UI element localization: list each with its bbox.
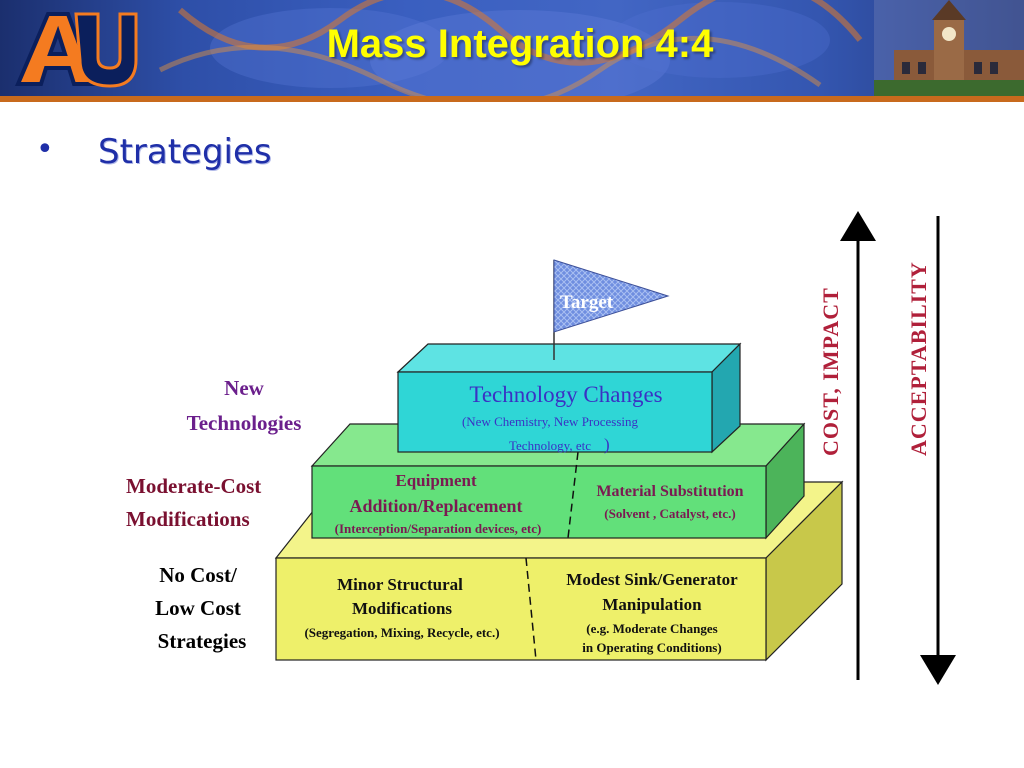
no-cost-label-1: No Cost/ bbox=[159, 563, 238, 587]
moderate-cost-label-1: Moderate-Cost bbox=[126, 474, 261, 498]
top-tier-subtitle-1: (New Chemistry, New Processing bbox=[462, 414, 639, 429]
no-cost-label-3: Strategies bbox=[158, 629, 247, 653]
middle-left-line-3: (Interception/Separation devices, etc) bbox=[335, 521, 542, 536]
slide-header: Mass Integration 4:4 bbox=[0, 0, 1024, 102]
bottom-left-line-2: Modifications bbox=[352, 599, 452, 618]
acceptability-label: ACCEPTABILITY bbox=[906, 261, 931, 456]
moderate-cost-label-2: Modifications bbox=[126, 507, 250, 531]
middle-left-line-1: Equipment bbox=[395, 471, 477, 490]
header-background-pattern bbox=[158, 0, 863, 96]
bottom-tier-front-face bbox=[275, 557, 767, 661]
no-cost-label-2: Low Cost bbox=[155, 596, 241, 620]
bottom-right-line-3: (e.g. Moderate Changes bbox=[586, 621, 717, 636]
flag-cloth bbox=[553, 259, 670, 333]
bottom-right-line-4: in Operating Conditions) bbox=[582, 640, 721, 655]
middle-left-line-2: Addition/Replacement bbox=[350, 496, 523, 516]
bullet-text: Strategies bbox=[98, 132, 272, 172]
top-tier-subtitle-close: ) bbox=[604, 435, 610, 454]
new-technologies-label-2: Technologies bbox=[187, 411, 302, 435]
bottom-tier-divider bbox=[525, 557, 537, 661]
middle-tier-divider bbox=[567, 451, 579, 539]
target-flag: Target bbox=[553, 259, 670, 360]
bottom-left-line-1: Minor Structural bbox=[337, 575, 463, 594]
slide-title: Mass Integration 4:4 bbox=[326, 22, 714, 66]
bottom-right-line-1: Modest Sink/Generator bbox=[566, 570, 738, 589]
clock-tower-image bbox=[874, 0, 1024, 96]
top-tier-subtitle-2: Technology, etc bbox=[509, 438, 591, 453]
bottom-right-line-2: Manipulation bbox=[602, 595, 702, 614]
middle-right-line-1: Material Substitution bbox=[596, 483, 743, 500]
top-tier-front-face bbox=[397, 371, 713, 453]
middle-right-line-2: (Solvent , Catalyst, etc.) bbox=[604, 506, 735, 521]
auburn-au-logo bbox=[14, 12, 138, 88]
new-technologies-label-1: New bbox=[224, 376, 264, 400]
middle-tier-front-face bbox=[311, 465, 767, 539]
top-tier-title: Technology Changes bbox=[469, 382, 662, 407]
flag-label: Target bbox=[560, 292, 614, 313]
top-tier-block bbox=[396, 342, 742, 454]
top-tier-top-face bbox=[396, 343, 742, 373]
bottom-left-line-3: (Segregation, Mixing, Recycle, etc.) bbox=[304, 625, 499, 640]
bullet-dot: • bbox=[36, 132, 54, 167]
cost-impact-label: COST, IMPACT bbox=[818, 287, 843, 456]
